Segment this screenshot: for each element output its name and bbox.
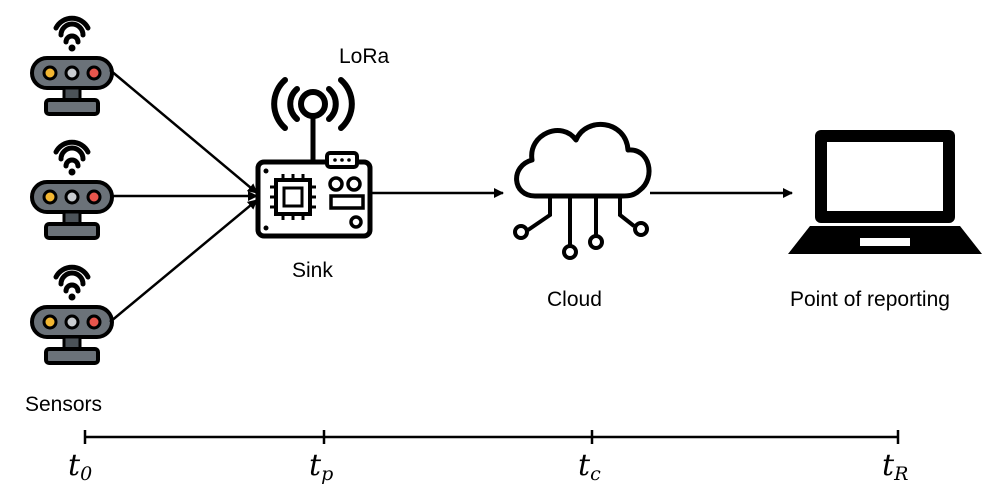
timeline — [83, 430, 900, 444]
time-label-tR: tR — [882, 448, 908, 485]
time-label-tc: tc — [578, 448, 601, 485]
time-label-tp: tp — [309, 448, 333, 485]
cloud-icon — [513, 122, 652, 260]
sink-board-icon — [255, 77, 373, 239]
arrow-sensor3-to-sink — [109, 199, 258, 323]
cloud-label: Cloud — [547, 288, 602, 311]
reporting-label: Point of reporting — [790, 288, 950, 311]
sensor-3-icon — [32, 267, 112, 363]
sensor-1-icon — [32, 18, 112, 114]
time-label-t0: t0 — [68, 448, 92, 485]
lora-label: LoRa — [339, 45, 390, 68]
laptop-icon — [788, 130, 982, 254]
arrow-sensor1-to-sink — [109, 69, 258, 194]
sink-label: Sink — [292, 259, 333, 282]
sensors-label: Sensors — [25, 393, 102, 416]
sensor-2-icon — [32, 142, 112, 238]
